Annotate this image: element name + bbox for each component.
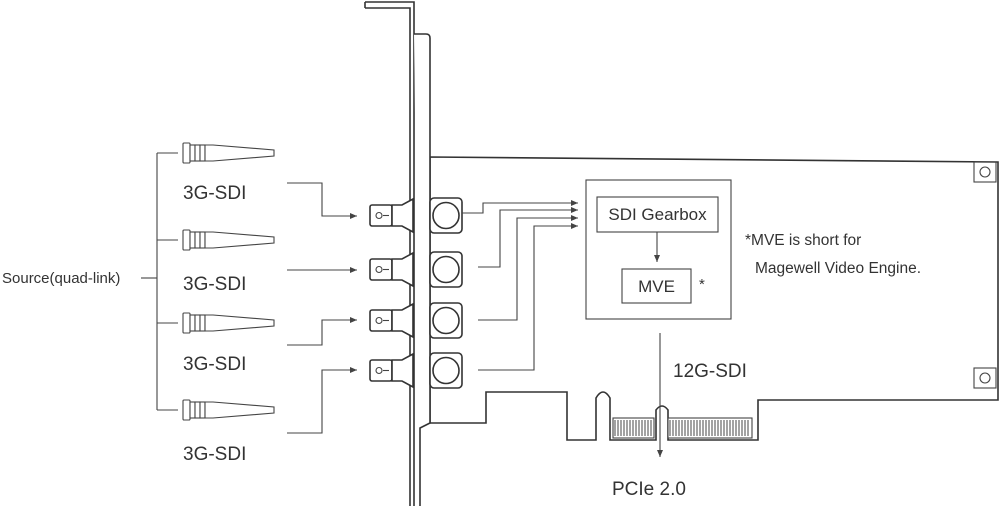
input-label-2: 3G-SDI [183, 274, 246, 295]
mve-box [621, 268, 692, 304]
route-line-3 [478, 215, 578, 321]
pcie-fingers [612, 417, 753, 439]
input-line-3 [287, 317, 357, 346]
cable-connector-4 [182, 399, 275, 421]
route-line-1 [462, 200, 578, 214]
bnc-port-1 [369, 197, 463, 234]
input-label-3: 3G-SDI [183, 354, 246, 375]
source-bracket [141, 152, 178, 411]
note-line-1: *MVE is short for [745, 232, 861, 249]
bnc-port-4 [369, 352, 463, 389]
cable-connector-1 [182, 142, 275, 164]
mve-asterisk: * [699, 276, 705, 293]
gearbox-label: SDI Gearbox [608, 205, 707, 224]
bnc-port-3 [369, 302, 463, 339]
note-line-2: Magewell Video Engine. [755, 260, 921, 277]
input-line-4 [287, 367, 357, 434]
output-label: 12G-SDI [673, 361, 747, 382]
input-label-4: 3G-SDI [183, 444, 246, 465]
input-label-1: 3G-SDI [183, 183, 246, 204]
card-bracket [364, 1, 431, 506]
cable-connector-2 [182, 229, 275, 251]
cable-connector-3 [182, 312, 275, 334]
input-line-1 [287, 182, 357, 219]
mve-label: MVE [638, 277, 675, 296]
source-label: Source(quad-link) [2, 270, 120, 287]
gearbox-box [596, 196, 719, 233]
route-line-4 [478, 223, 578, 371]
bnc-port-2 [369, 251, 463, 288]
mount-hole-bottom [973, 367, 997, 389]
mount-hole-top [973, 161, 997, 183]
route-line-2 [478, 207, 578, 268]
bus-label: PCIe 2.0 [612, 479, 686, 500]
